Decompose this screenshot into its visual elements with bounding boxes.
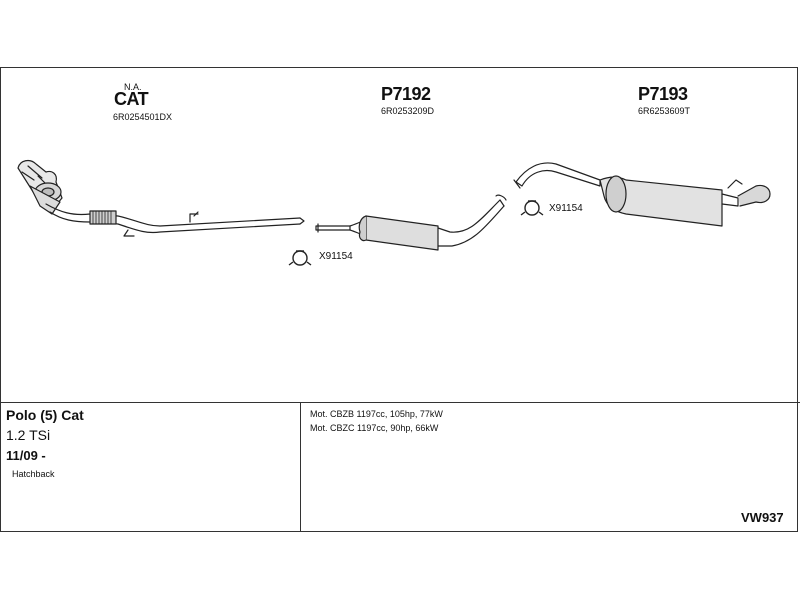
rear-silencer-shape: [513, 162, 771, 227]
clamp-icon: [288, 250, 312, 266]
catalytic-converter-shape: [17, 159, 63, 215]
vehicle-years: 11/09 -: [6, 448, 46, 463]
front-silencer-shape: [315, 194, 507, 251]
info-column-divider: [300, 402, 301, 532]
vehicle-body: Hatchback: [12, 469, 55, 479]
diagram-frame: [0, 67, 798, 532]
clamp-label: X91154: [549, 203, 583, 214]
rear-silencer-part-number: 6R6253609T: [638, 106, 691, 116]
clamp-icon: [520, 200, 544, 216]
motor-line: Mot. CBZC 1197cc, 90hp, 66kW: [310, 423, 439, 433]
vehicle-engine: 1.2 TSi: [6, 427, 51, 443]
front-pipe-shape: [45, 203, 305, 237]
rear-silencer-part-name: P7193: [638, 84, 688, 104]
info-divider: [0, 402, 800, 403]
cat-part-number: 6R0254501DX: [113, 112, 173, 122]
front-silencer-part-name: P7192: [381, 84, 431, 104]
front-silencer-part-number: 6R0253209D: [381, 106, 435, 116]
cat-part-name: CAT: [114, 89, 149, 109]
vehicle-model: Polo (5) Cat: [6, 407, 84, 423]
diagram-code: VW937: [741, 510, 784, 525]
motor-line: Mot. CBZB 1197cc, 105hp, 77kW: [310, 409, 443, 419]
clamp-label: X91154: [319, 251, 353, 262]
cat-note: N.A.: [124, 82, 142, 92]
